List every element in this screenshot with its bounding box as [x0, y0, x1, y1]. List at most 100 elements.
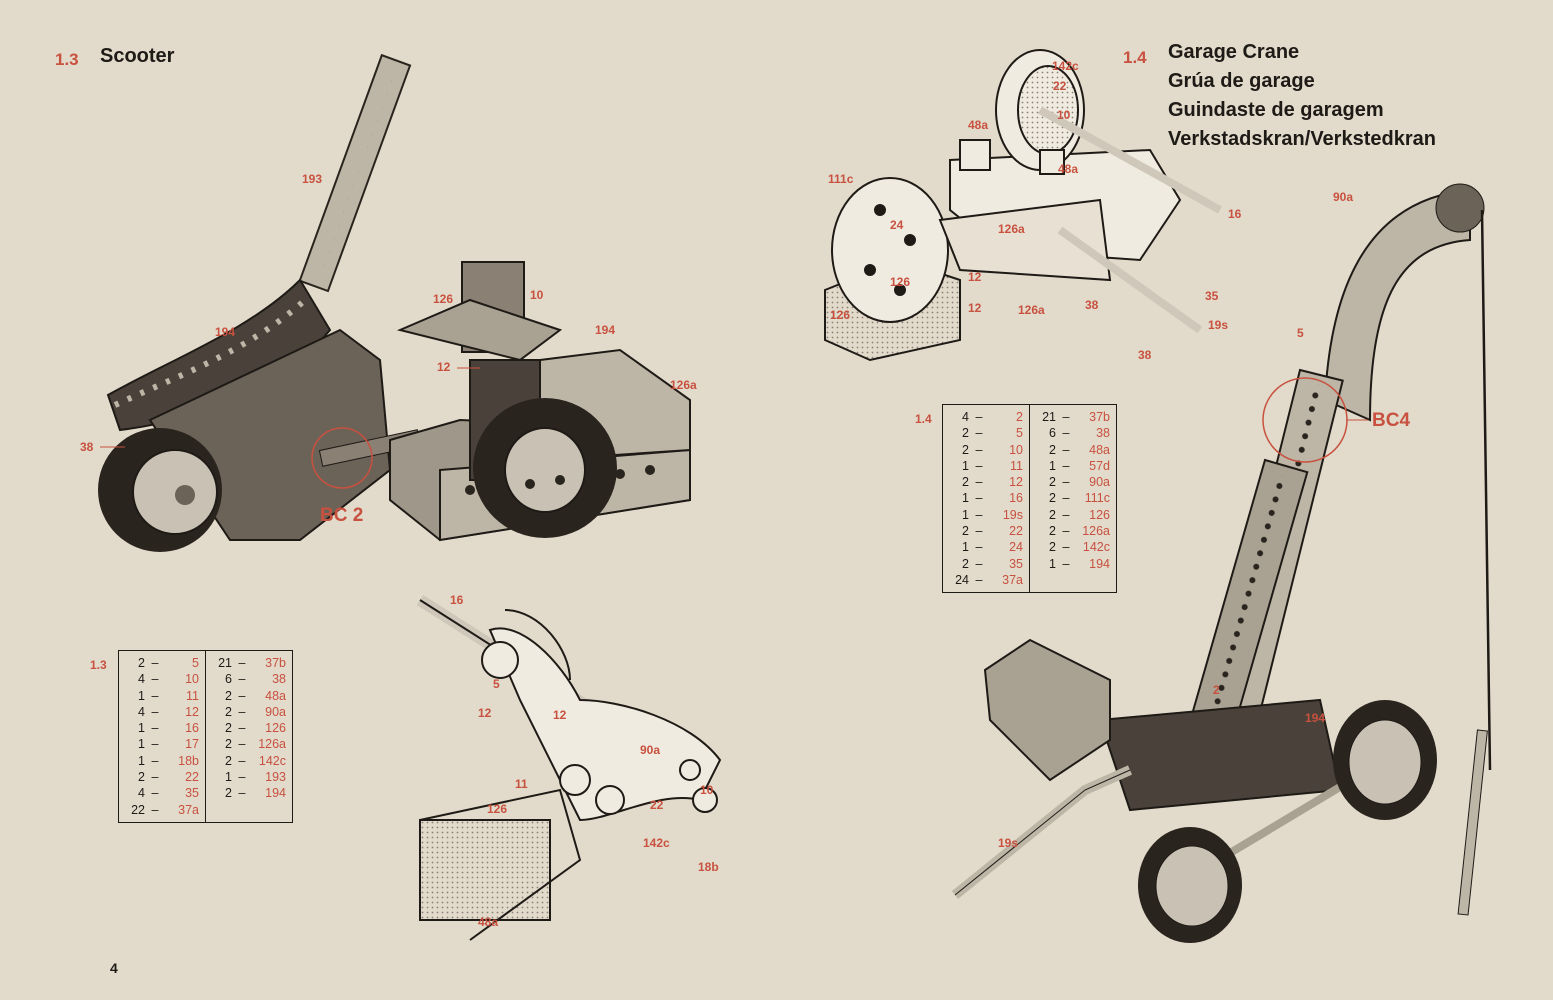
part-number: 90a: [1089, 475, 1110, 490]
part-quantity: 1: [1049, 458, 1056, 473]
part-number: 11: [1010, 458, 1023, 473]
parts-row: 2– 126: [212, 720, 286, 736]
scooter-detail-callout: 48a: [478, 915, 499, 929]
part-number: 22: [185, 770, 199, 785]
part-quantity: 2: [138, 770, 145, 785]
crane-detail-callout: 142c: [1052, 59, 1079, 73]
crane-detail-callout: 111c: [828, 172, 854, 186]
parts-row: 22–37a: [125, 802, 199, 818]
part-quantity: 2: [225, 721, 232, 736]
part-number: 12: [185, 704, 199, 719]
part-number: 5: [192, 656, 199, 670]
scooter-callout: 194: [595, 323, 616, 337]
part-quantity: 2: [1049, 540, 1056, 555]
scooter-detail-callout: 142c: [643, 836, 670, 850]
part-quantity: 2: [225, 688, 232, 703]
part-quantity: 1: [962, 458, 969, 473]
parts-row: 2–48a: [1036, 442, 1110, 458]
part-number: 126: [265, 721, 286, 736]
parts-row: 2–5: [949, 425, 1023, 441]
parts-row: 1–193: [212, 769, 286, 785]
scooter-detail-callout: 12: [553, 708, 567, 722]
crane-model-image: [951, 183, 1492, 943]
part-quantity: 2: [225, 786, 232, 801]
part-quantity: 2: [138, 656, 145, 670]
part-dash: –: [975, 475, 983, 490]
part-dash: –: [1062, 442, 1070, 457]
part-dash: –: [975, 491, 983, 506]
parts-row: 2–126: [1036, 507, 1110, 523]
scooter-detail-callout: 10: [700, 783, 714, 797]
part-number: 18b: [178, 753, 199, 768]
part-quantity: 1: [962, 491, 969, 506]
part-dash: –: [238, 786, 246, 801]
scooter-detail-callout: 90a: [640, 743, 661, 757]
crane-bc-label: BC4: [1372, 410, 1411, 431]
part-dash: –: [151, 704, 159, 719]
crane-detail-callout: 22: [1053, 79, 1067, 93]
part-quantity: 22: [131, 802, 145, 817]
part-quantity: 4: [138, 786, 145, 801]
scooter-callout: 126a: [670, 378, 697, 392]
parts-row: 2–90a: [212, 704, 286, 720]
part-dash: –: [238, 672, 246, 687]
part-dash: –: [151, 770, 159, 785]
parts-row: 2–35: [949, 556, 1023, 572]
parts-row: 2–194: [212, 785, 286, 801]
part-dash: –: [1062, 410, 1070, 424]
part-number: 38: [1096, 426, 1110, 441]
part-number: 35: [1009, 556, 1023, 571]
part-quantity: 4: [962, 410, 969, 424]
crane-detail-callout: 48a: [968, 118, 989, 132]
part-quantity: 2: [962, 556, 969, 571]
part-number: 111c: [1084, 491, 1110, 506]
parts-row: 2–22: [949, 523, 1023, 539]
part-quantity: 2: [225, 753, 232, 768]
part-quantity: 1: [138, 753, 145, 768]
scooter-callout: 126: [433, 292, 454, 306]
part-dash: –: [1062, 475, 1070, 490]
part-quantity: 6: [1049, 426, 1056, 441]
part-quantity: 2: [1049, 491, 1056, 506]
crane-model-number: 1.4: [1123, 48, 1147, 67]
part-dash: –: [238, 704, 246, 719]
part-number: 35: [185, 786, 199, 801]
parts-row: 21–37b: [1036, 409, 1110, 425]
part-quantity: 4: [138, 672, 145, 687]
part-dash: –: [238, 721, 246, 736]
scooter-callout: 194: [215, 325, 236, 339]
part-quantity: 2: [225, 737, 232, 752]
parts-row: 24–37a: [949, 572, 1023, 588]
part-quantity: 1: [1049, 556, 1056, 571]
parts-row: 1–194: [1036, 556, 1110, 572]
part-number: 17: [185, 737, 199, 752]
crane-detail-callout: 126: [890, 275, 911, 289]
crane-title-en: Garage Crane: [1168, 41, 1300, 63]
part-dash: –: [151, 721, 159, 736]
part-dash: –: [975, 507, 983, 522]
crane-callout: 90a: [1333, 190, 1354, 204]
part-quantity: 1: [138, 721, 145, 736]
crane-detail-callout: 35: [1205, 289, 1219, 303]
part-dash: –: [975, 540, 983, 555]
part-quantity: 6: [225, 672, 232, 687]
part-dash: –: [238, 737, 246, 752]
part-quantity: 2: [1049, 475, 1056, 490]
part-number: 10: [185, 672, 199, 687]
crane-detail-callout: 12: [968, 301, 982, 315]
part-dash: –: [975, 458, 983, 473]
parts-row: 2–126a: [1036, 523, 1110, 539]
scooter-detail-callout: 12: [478, 706, 492, 720]
part-number: 22: [1009, 524, 1023, 539]
crane-title-es: Grúa de garage: [1168, 70, 1315, 92]
part-dash: –: [1062, 540, 1070, 555]
parts-row: 2–10: [949, 442, 1023, 458]
part-dash: –: [1062, 491, 1070, 506]
parts-row: 1–16: [125, 720, 199, 736]
part-number: 126a: [1082, 524, 1110, 539]
